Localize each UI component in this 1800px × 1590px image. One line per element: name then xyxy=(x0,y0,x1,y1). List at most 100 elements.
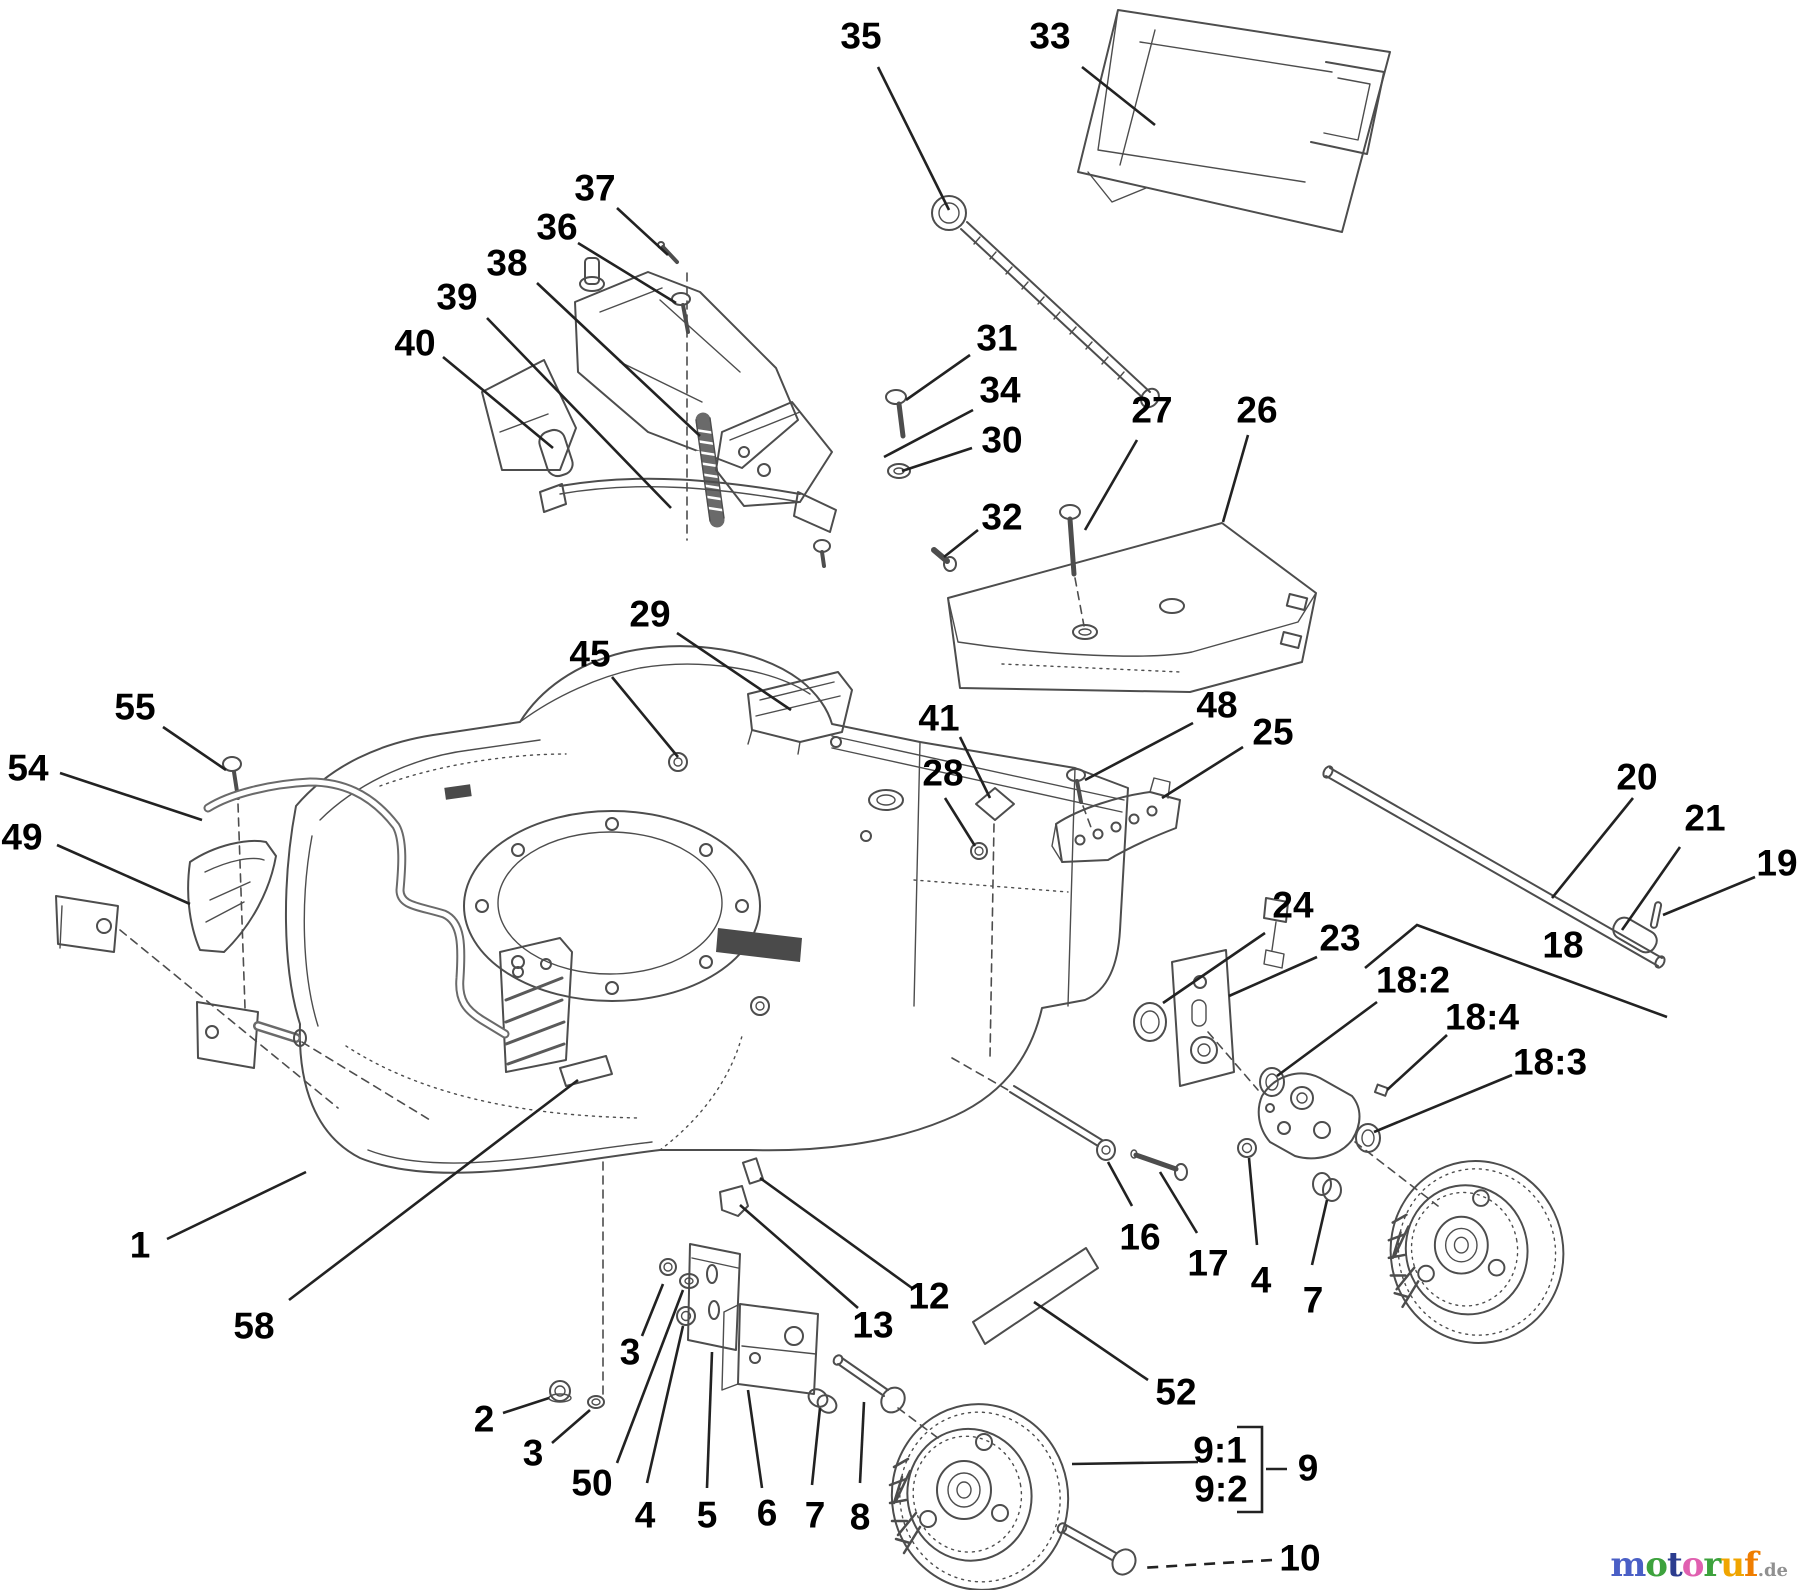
leader-line-49 xyxy=(56,843,191,906)
watermark-logo: motoruf.de xyxy=(1610,1548,1788,1582)
leader-line-32 xyxy=(943,528,979,559)
bolt-48 xyxy=(1066,768,1086,782)
deck-decal xyxy=(716,928,802,962)
part-label-40: 40 xyxy=(394,323,435,364)
leader-line-33 xyxy=(1081,65,1156,127)
washer-30 xyxy=(887,463,911,479)
bolt-31 xyxy=(885,389,907,405)
screw-18-4 xyxy=(1373,1083,1390,1097)
part-label-2: 2 xyxy=(474,1399,495,1440)
part-label-50: 50 xyxy=(571,1463,612,1504)
watermark-letter-5: u xyxy=(1720,1545,1745,1585)
part-label-19: 19 xyxy=(1756,843,1797,884)
collar-21 xyxy=(1612,916,1658,954)
spacer-7-front xyxy=(807,1388,829,1408)
nut-45 xyxy=(668,752,688,772)
leader-line-36 xyxy=(577,241,677,305)
callout-9-wheel-line xyxy=(1071,1460,1199,1466)
part-label-25: 25 xyxy=(1252,712,1293,753)
spacer-7-axle xyxy=(1312,1172,1332,1196)
part-label-39: 39 xyxy=(436,277,477,318)
leader-line-19 xyxy=(1662,875,1756,917)
part-label-18-3: 18:3 xyxy=(1513,1042,1587,1083)
part-label-13: 13 xyxy=(852,1305,893,1346)
nut-4-axle xyxy=(1237,1138,1257,1158)
leader-line-52 xyxy=(1033,1300,1149,1382)
part-label-23: 23 xyxy=(1319,918,1360,959)
part-label-24: 24 xyxy=(1272,885,1314,926)
leader-line-50 xyxy=(615,1289,685,1464)
sleeve-40 xyxy=(538,428,574,478)
leader-line-40 xyxy=(442,355,554,450)
leader-line-18-4 xyxy=(1386,1034,1448,1091)
leader-line-1 xyxy=(166,1170,307,1241)
deck-logo xyxy=(444,784,472,800)
callout-9-bracket xyxy=(1237,1425,1264,1514)
part-label-35: 35 xyxy=(840,16,881,57)
part-label-18-4: 18:4 xyxy=(1445,997,1519,1038)
axle-rod-drawing xyxy=(1322,765,1666,969)
part-label-7-axle: 7 xyxy=(1303,1280,1324,1321)
watermark-suffix: .de xyxy=(1757,1560,1788,1581)
rear-latch xyxy=(741,1157,765,1185)
leader-lines xyxy=(56,65,1756,1570)
part-label-26: 26 xyxy=(1236,390,1277,431)
front-bracket-assembly-drawing xyxy=(548,1161,939,1439)
decals-drawing xyxy=(559,1055,1099,1345)
leader-line-58 xyxy=(288,1078,579,1302)
bracket-6 xyxy=(737,1303,819,1395)
leader-line-18-2 xyxy=(1276,1000,1378,1078)
pivot-arm-18 xyxy=(1257,1072,1361,1160)
leader-line-45 xyxy=(610,676,680,758)
link-16 xyxy=(1009,1085,1103,1147)
handle-mount-assembly-drawing xyxy=(481,241,957,572)
leader-line-6 xyxy=(746,1389,764,1489)
watermark-letter-4: r xyxy=(1703,1545,1721,1585)
part-label-27: 27 xyxy=(1131,390,1172,431)
part-label-41: 41 xyxy=(918,698,959,739)
leader-line-3-washer xyxy=(551,1409,591,1444)
pin-19 xyxy=(1649,901,1663,929)
part-label-48: 48 xyxy=(1196,685,1237,726)
leader-line-26 xyxy=(1221,434,1250,523)
plate-23 xyxy=(1171,949,1235,1087)
part-label-20: 20 xyxy=(1616,757,1657,798)
watermark-letter-0: m xyxy=(1610,1545,1646,1585)
leader-line-16 xyxy=(1106,1161,1134,1207)
leader-line-35 xyxy=(876,66,951,211)
nut-3 xyxy=(659,1258,677,1276)
bolt-17 xyxy=(1133,1152,1179,1172)
part-label-3-washer: 3 xyxy=(523,1433,544,1474)
leader-line-18-3 xyxy=(1373,1073,1513,1134)
bushing-18-2 xyxy=(1259,1067,1285,1097)
discharge-chute-drawing xyxy=(1077,9,1391,233)
leader-line-39 xyxy=(486,317,672,509)
leader-line-7-front xyxy=(810,1407,822,1486)
watermark-letter-1: o xyxy=(1645,1545,1668,1585)
bolt-55 xyxy=(222,756,242,772)
watermark-word: motoruf xyxy=(1610,1545,1759,1585)
callout-18-bracket xyxy=(1364,923,1668,1019)
bushing-18-3 xyxy=(1355,1123,1381,1153)
leader-line-7-axle xyxy=(1310,1199,1329,1266)
part-label-1: 1 xyxy=(130,1225,151,1266)
leader-line-29 xyxy=(676,631,792,712)
line-art xyxy=(55,9,1666,1590)
part-label-52: 52 xyxy=(1155,1372,1196,1413)
leader-line-55 xyxy=(162,725,227,772)
part-label-29: 29 xyxy=(629,594,670,635)
part-label-18: 18 xyxy=(1542,925,1583,966)
part-label-31: 31 xyxy=(976,318,1017,359)
fasteners-drawing xyxy=(668,752,1093,1059)
height-adjuster-drawing xyxy=(951,777,1439,1207)
part-label-9: 9 xyxy=(1298,1448,1319,1489)
cable-guide-drawing xyxy=(931,195,1160,409)
leader-line-23 xyxy=(1228,955,1318,998)
part-label-5: 5 xyxy=(697,1495,718,1536)
watermark-letter-6: f xyxy=(1744,1545,1759,1585)
axle-bolt-10-drawing xyxy=(1056,1522,1137,1576)
belt-cover-drawing xyxy=(947,504,1317,693)
